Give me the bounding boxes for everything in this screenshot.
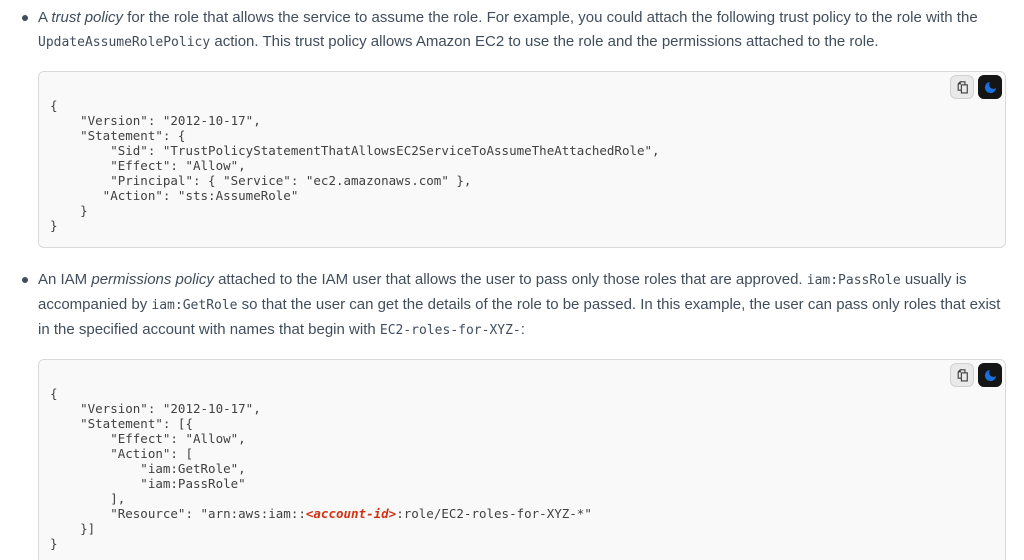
code-segment: { "Version": "2012-10-17", "Statement": … <box>50 386 306 521</box>
code-block-trust-policy: { "Version": "2012-10-17", "Statement": … <box>38 71 1006 248</box>
text-segment: An IAM <box>38 271 92 288</box>
list-item-permissions-policy: An IAM permissions policy attached to th… <box>22 268 1006 560</box>
text-segment: action. This trust policy allows Amazon … <box>210 33 879 50</box>
text-segment: usually is accompanied by <box>38 271 967 313</box>
copy-code-button[interactable] <box>950 363 974 387</box>
code-pre: { "Version": "2012-10-17", "Statement": … <box>39 72 1005 247</box>
copy-code-button[interactable] <box>950 75 974 99</box>
text-segment: for the role that allows the service to … <box>123 9 978 26</box>
code-block-permissions-policy: { "Version": "2012-10-17", "Statement": … <box>38 359 1006 560</box>
copy-icon <box>955 80 970 95</box>
code-block-actions <box>950 75 1002 99</box>
list-item-trust-policy: A trust policy for the role that allows … <box>22 6 1006 248</box>
code-content: { "Version": "2012-10-17", "Statement": … <box>50 98 660 233</box>
code-segment: :role/EC2-roles-for-XYZ-*" }] } <box>50 506 592 551</box>
code-pre: { "Version": "2012-10-17", "Statement": … <box>39 360 1005 560</box>
account-id-placeholder: <account-id> <box>305 506 397 521</box>
bullet-list: A trust policy for the role that allows … <box>0 6 1006 560</box>
inline-code-iam-passrole: iam:PassRole <box>806 273 901 288</box>
text-segment: so that the user can get the details of … <box>38 296 1001 338</box>
copy-icon <box>955 368 970 383</box>
paragraph-permissions-policy: An IAM permissions policy attached to th… <box>38 268 1006 343</box>
theme-toggle-button[interactable] <box>978 363 1002 387</box>
emphasis-trust-policy: trust policy <box>51 9 124 26</box>
inline-code-update-assume-role-policy: UpdateAssumeRolePolicy <box>38 35 211 50</box>
code-content: { "Version": "2012-10-17", "Statement": … <box>50 386 592 551</box>
inline-code-iam-getrole: iam:GetRole <box>151 298 238 313</box>
emphasis-permissions-policy: permissions policy <box>91 271 214 288</box>
text-segment: attached to the IAM user that allows the… <box>213 271 807 288</box>
paragraph-trust-policy: A trust policy for the role that allows … <box>38 6 1006 55</box>
code-block-actions <box>950 363 1002 387</box>
moon-icon <box>983 368 998 383</box>
moon-icon <box>983 80 998 95</box>
theme-toggle-button[interactable] <box>978 75 1002 99</box>
inline-code-ec2-roles-prefix: EC2-roles-for-XYZ- <box>379 323 521 338</box>
text-segment: : <box>520 321 525 338</box>
text-segment: A <box>38 9 52 26</box>
